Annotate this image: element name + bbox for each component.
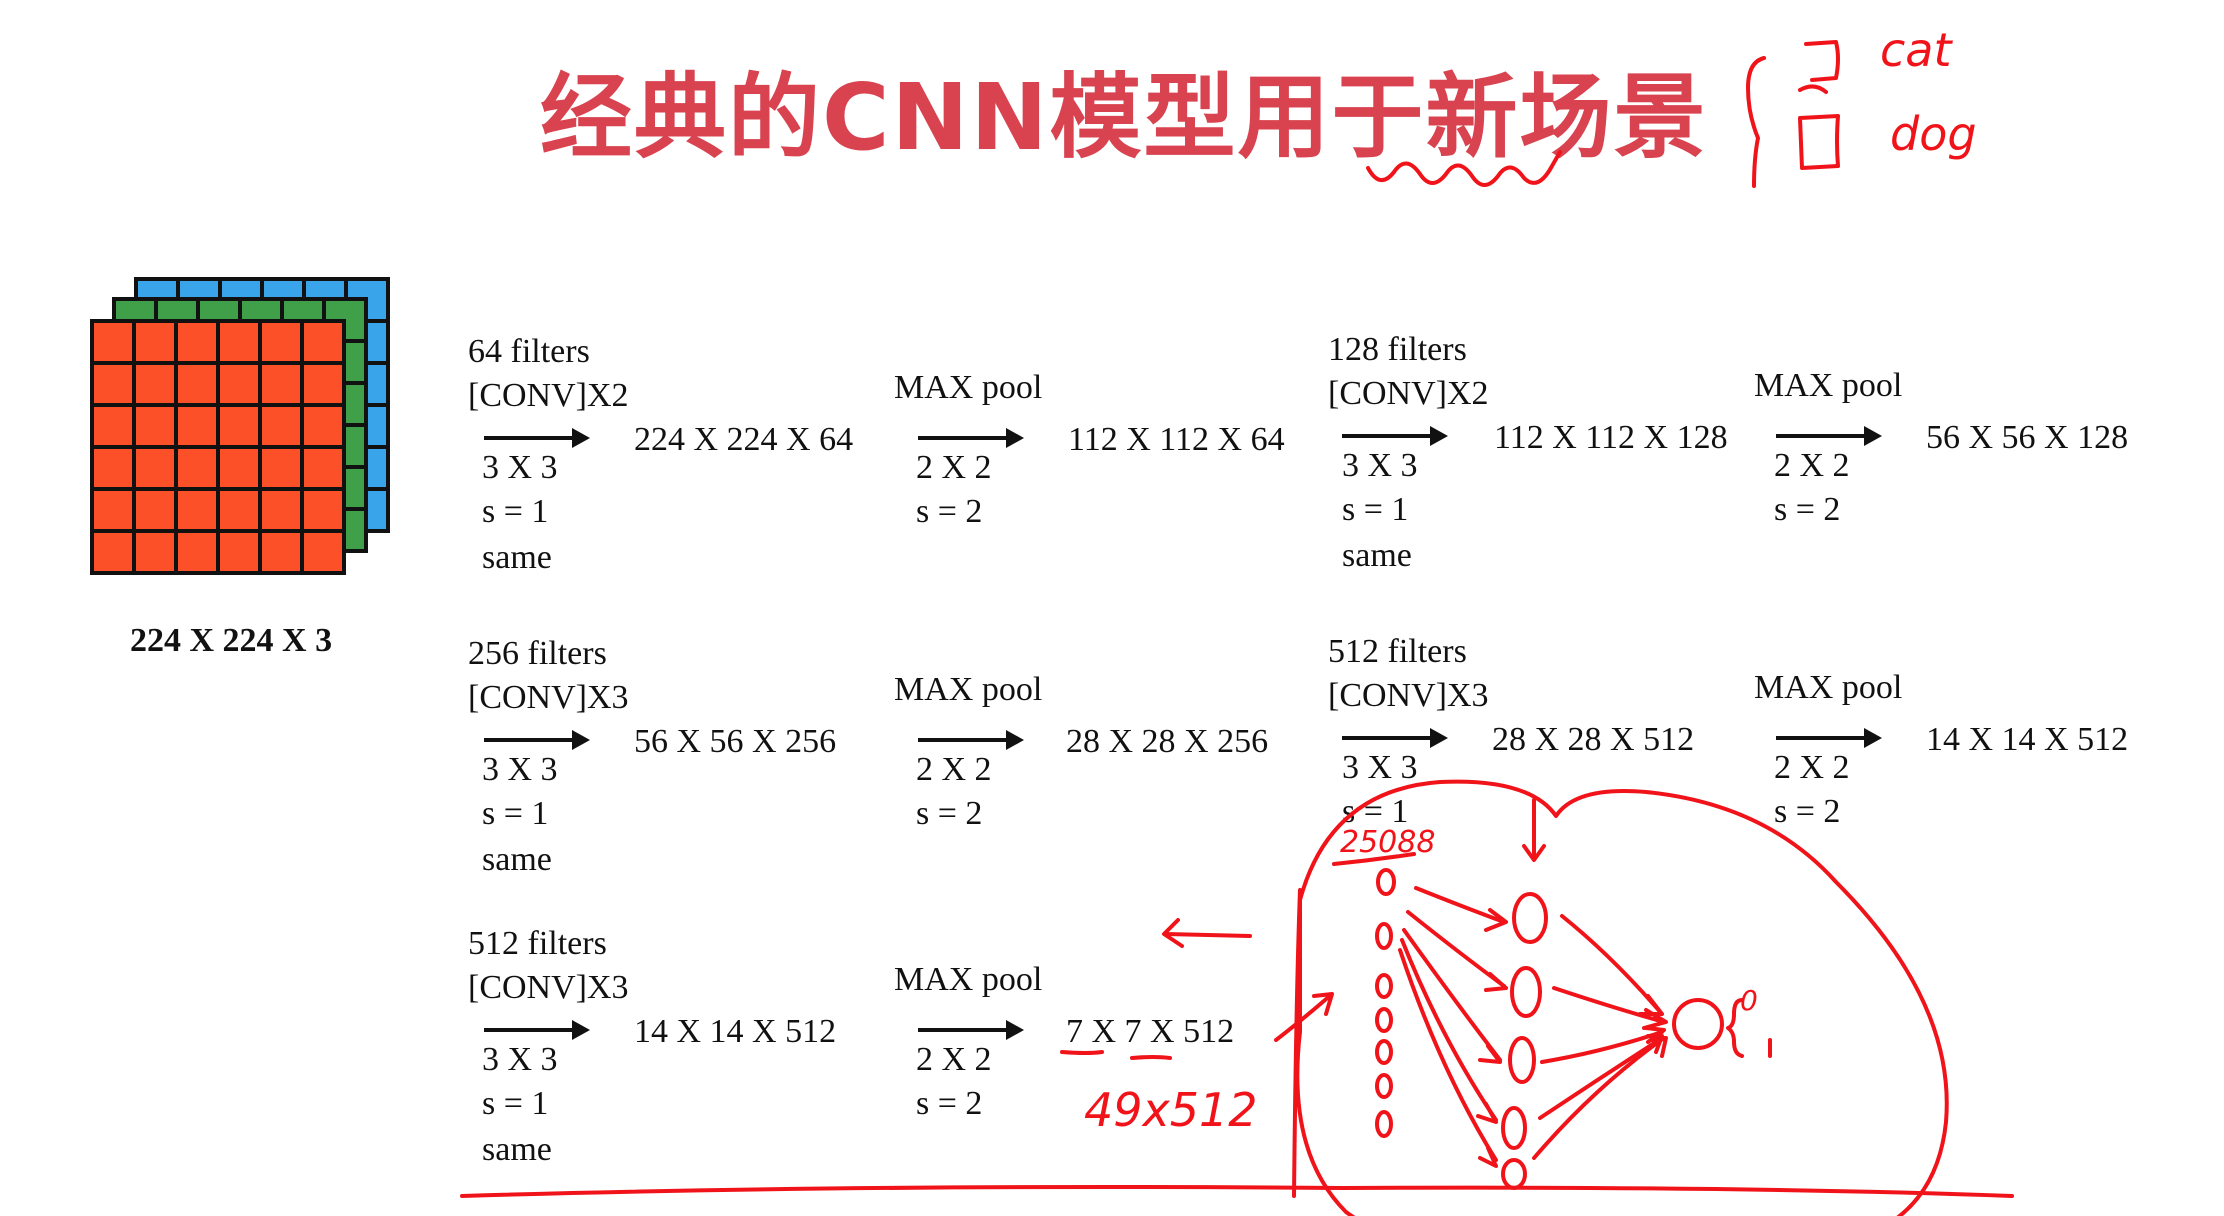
- conv-filters-label: 256 filters: [468, 635, 607, 672]
- pool-stride-label: s = 2: [916, 1085, 983, 1122]
- conv-kernel-label: 3 X 3: [482, 1041, 558, 1078]
- arrow-left-icon: [1162, 918, 1252, 948]
- output-values: 0: [1740, 984, 1758, 1017]
- input-dimensions-label: 224 X 224 X 3: [130, 622, 333, 659]
- pool-op-label: MAX pool: [1754, 669, 1903, 706]
- output-shape: 56 X 56 X 128: [1926, 419, 2129, 456]
- conv-stride-label: s = 1: [482, 1085, 549, 1122]
- conv-stride-label: s = 1: [1342, 793, 1409, 830]
- output-shape: 28 X 28 X 256: [1066, 723, 1269, 760]
- hidden-neurons: [1501, 892, 1548, 1190]
- brace-icon: [1746, 56, 1766, 188]
- output-shape: 112 X 112 X 128: [1494, 419, 1728, 456]
- conv-kernel-label: 3 X 3: [1342, 749, 1418, 786]
- pool-op-label: MAX pool: [894, 961, 1043, 998]
- pool-kernel-label: 2 X 2: [916, 751, 992, 788]
- arrow-right-icon: [918, 1020, 1024, 1040]
- pool-op-label: MAX pool: [1754, 367, 1903, 404]
- input-volume: [88, 275, 408, 595]
- conv-padding-label: same: [1342, 537, 1412, 574]
- conv-kernel-label: 3 X 3: [482, 449, 558, 486]
- class-label-cat: cat: [1880, 23, 1953, 77]
- arrow-right-icon: [1274, 992, 1334, 1042]
- output-shape: 224 X 224 X 64: [634, 421, 854, 458]
- conv-padding-label: same: [482, 841, 552, 878]
- conv-op-label: [CONV]X2: [1328, 375, 1489, 412]
- output-shape: 28 X 28 X 512: [1492, 721, 1695, 758]
- output-shape: 112 X 112 X 64: [1068, 421, 1285, 458]
- output-neuron: [1672, 998, 1724, 1050]
- conv-padding-label: same: [482, 539, 552, 576]
- arrow-right-icon: [1776, 728, 1882, 748]
- arrow-right-icon: [1342, 728, 1448, 748]
- conv-stride-label: s = 1: [482, 493, 549, 530]
- output-shape: 14 X 14 X 512: [634, 1013, 837, 1050]
- image-box-icon: [1798, 40, 1840, 94]
- conv-op-label: [CONV]X3: [1328, 677, 1489, 714]
- conv-padding-label: same: [482, 1131, 552, 1168]
- arrow-right-icon: [918, 730, 1024, 750]
- conv-op-label: [CONV]X3: [468, 969, 629, 1006]
- flatten-note: 49x512: [1084, 1083, 1258, 1137]
- conv-stride-label: s = 1: [482, 795, 549, 832]
- arrow-right-icon: [484, 730, 590, 750]
- arrow-right-icon: [918, 428, 1024, 448]
- image-box-icon: [1798, 114, 1840, 170]
- conv-filters-label: 64 filters: [468, 333, 590, 370]
- conv-op-label: [CONV]X3: [468, 679, 629, 716]
- network-loop-outline: [1295, 779, 1949, 1216]
- arrow-right-icon: [1342, 426, 1448, 446]
- conv-filters-label: 512 filters: [468, 925, 607, 962]
- arrow-right-icon: [484, 1020, 590, 1040]
- conv-filters-label: 512 filters: [1328, 633, 1467, 670]
- pool-kernel-label: 2 X 2: [916, 449, 992, 486]
- conv-filters-label: 128 filters: [1328, 331, 1467, 368]
- conv-op-label: [CONV]X2: [468, 377, 629, 414]
- conv-kernel-label: 3 X 3: [482, 751, 558, 788]
- conv-kernel-label: 3 X 3: [1342, 447, 1418, 484]
- output-shape: 7 X 7 X 512: [1066, 1013, 1235, 1050]
- output-shape: 14 X 14 X 512: [1926, 721, 2129, 758]
- input-neurons: [1375, 868, 1396, 1138]
- pool-stride-label: s = 2: [916, 795, 983, 832]
- arrow-right-icon: [1776, 426, 1882, 446]
- input-rgb-grid-icon: [90, 277, 390, 575]
- conv-stride-label: s = 1: [1342, 491, 1409, 528]
- pool-op-label: MAX pool: [894, 671, 1043, 708]
- pool-kernel-label: 2 X 2: [916, 1041, 992, 1078]
- class-label-dog: dog: [1890, 107, 1977, 161]
- pool-stride-label: s = 2: [1774, 491, 1841, 528]
- page-title: 经典的CNN模型用于新场景: [540, 64, 1708, 171]
- arrow-right-icon: [484, 428, 590, 448]
- pool-stride-label: s = 2: [916, 493, 983, 530]
- pool-kernel-label: 2 X 2: [1774, 447, 1850, 484]
- pool-op-label: MAX pool: [894, 369, 1043, 406]
- pool-kernel-label: 2 X 2: [1774, 749, 1850, 786]
- pool-stride-label: s = 2: [1774, 793, 1841, 830]
- output-shape: 56 X 56 X 256: [634, 723, 837, 760]
